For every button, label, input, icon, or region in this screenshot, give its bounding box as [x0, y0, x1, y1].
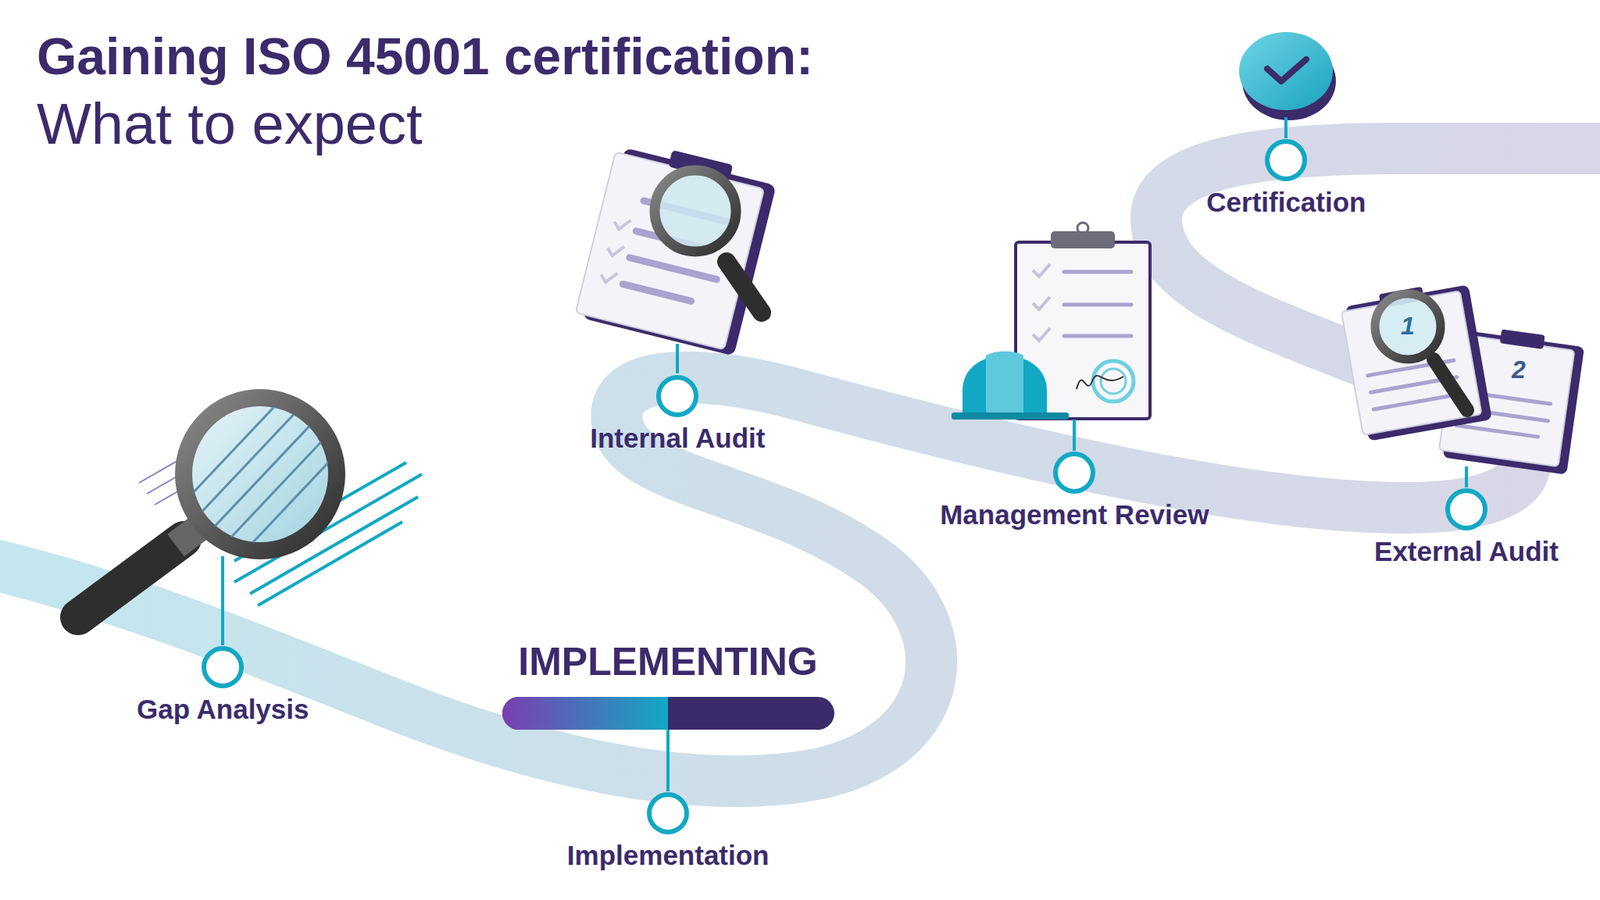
progress-bar — [502, 696, 835, 792]
ring-marker — [646, 791, 690, 836]
audit-clipboard — [574, 136, 779, 357]
milestone: Gap Analysis — [136, 645, 310, 725]
ring-circle — [1447, 490, 1486, 529]
leader-line — [1284, 117, 1288, 139]
milestone-label: Management Review — [939, 499, 1210, 531]
audit-magnifier — [654, 170, 762, 313]
subtitle: What to expect — [36, 92, 423, 156]
leader-line — [221, 556, 225, 646]
callout-number: 1 — [1400, 312, 1415, 340]
milestone: Internal Audit — [589, 374, 766, 454]
certification-badge — [1239, 32, 1336, 121]
ring-circle — [203, 648, 242, 686]
gap-magnifier — [78, 382, 422, 618]
external-clipboard-1 — [1339, 278, 1493, 443]
milestone-label: Gap Analysis — [136, 693, 310, 725]
external-magnifier — [1375, 293, 1468, 411]
ring-marker — [1052, 450, 1097, 495]
page-title: Gaining ISO 45001 certification: — [36, 26, 814, 86]
ring-marker — [1264, 138, 1308, 183]
milestone: External Audit — [1374, 487, 1559, 568]
ring-marker — [1444, 487, 1489, 532]
review-clipboard — [951, 222, 1150, 420]
milestone: Implementation — [567, 791, 770, 872]
road — [0, 148, 1600, 782]
leader-line — [1072, 419, 1076, 451]
callout-number: 2 — [1511, 356, 1526, 384]
milestone-label: Implementation — [567, 839, 770, 872]
ring-circle — [649, 794, 687, 833]
milestone-label: Certification — [1206, 186, 1367, 218]
ring-marker — [655, 374, 700, 418]
leader-line — [675, 343, 679, 374]
milestone: Management Review — [939, 450, 1210, 531]
milestone: Certification — [1206, 138, 1367, 218]
leader-line — [1464, 466, 1468, 488]
ring-circle — [1055, 453, 1093, 492]
ring-circle — [1267, 141, 1305, 179]
ring-circle — [658, 377, 697, 415]
milestone-label: Internal Audit — [589, 422, 766, 454]
phase-heading: IMPLEMENTING — [517, 640, 818, 684]
ring-marker — [200, 645, 245, 690]
milestone-label: External Audit — [1374, 535, 1559, 568]
